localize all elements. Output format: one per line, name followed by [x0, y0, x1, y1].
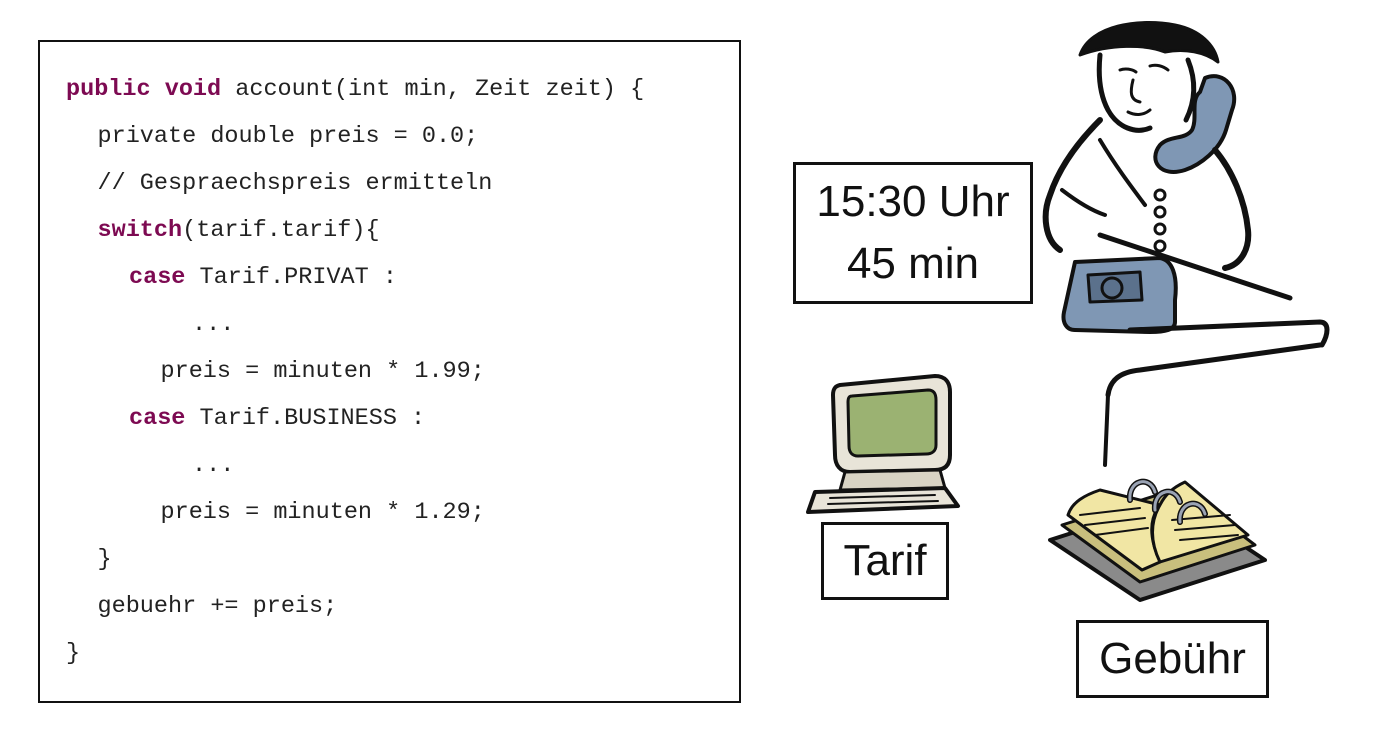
code-text: private double preis = 0.0; [97, 123, 479, 150]
code-text: ... [192, 452, 235, 479]
gebuehr-label: Gebühr [1099, 634, 1246, 683]
call-time: 15:30 Uhr [816, 177, 1010, 226]
code-line: preis = minuten * 1.29; [161, 498, 485, 528]
code-text: // Gespraechspreis ermitteln [97, 170, 493, 197]
computer-icon [806, 374, 960, 514]
tarif-label-box: Tarif [821, 522, 949, 600]
code-text: } [97, 546, 112, 573]
code-text: (tarif.tarif){ [182, 217, 380, 244]
code-text: Tarif.PRIVAT : [185, 264, 397, 291]
code-line: // Gespraechspreis ermitteln [98, 169, 493, 199]
gebuehr-label-box: Gebühr [1076, 620, 1269, 698]
tarif-label: Tarif [843, 536, 927, 585]
code-text: } [66, 640, 81, 667]
code-keyword: switch [97, 217, 183, 244]
ledger-book-icon [1048, 478, 1267, 602]
code-line: case Tarif.BUSINESS : [129, 404, 425, 434]
code-text: ... [192, 311, 235, 338]
code-text: preis = minuten * 1.99; [160, 358, 485, 385]
code-text: account(int min, Zeit zeit) { [221, 76, 645, 103]
code-text: gebuehr += preis; [97, 593, 338, 620]
code-line: } [66, 639, 80, 669]
code-line: ... [192, 310, 234, 340]
call-duration: 45 min [846, 239, 980, 288]
call-info-box: 15:30 Uhr 45 min [793, 162, 1033, 304]
code-line: private double preis = 0.0; [98, 122, 479, 152]
code-keyword: case [129, 405, 186, 432]
code-listing: public void account(int min, Zeit zeit) … [38, 40, 741, 703]
code-line: } [98, 545, 112, 575]
code-line: ... [192, 451, 234, 481]
code-text: preis = minuten * 1.29; [160, 499, 485, 526]
code-line: switch(tarif.tarif){ [98, 216, 380, 246]
code-line: public void account(int min, Zeit zeit) … [66, 75, 644, 105]
code-keyword: case [129, 264, 186, 291]
code-line: preis = minuten * 1.99; [161, 357, 485, 387]
code-text: Tarif.BUSINESS : [185, 405, 426, 432]
code-keyword: public void [66, 76, 222, 103]
code-line: case Tarif.PRIVAT : [129, 263, 397, 293]
person-on-phone-icon [1042, 21, 1330, 467]
code-line: gebuehr += preis; [98, 592, 338, 622]
